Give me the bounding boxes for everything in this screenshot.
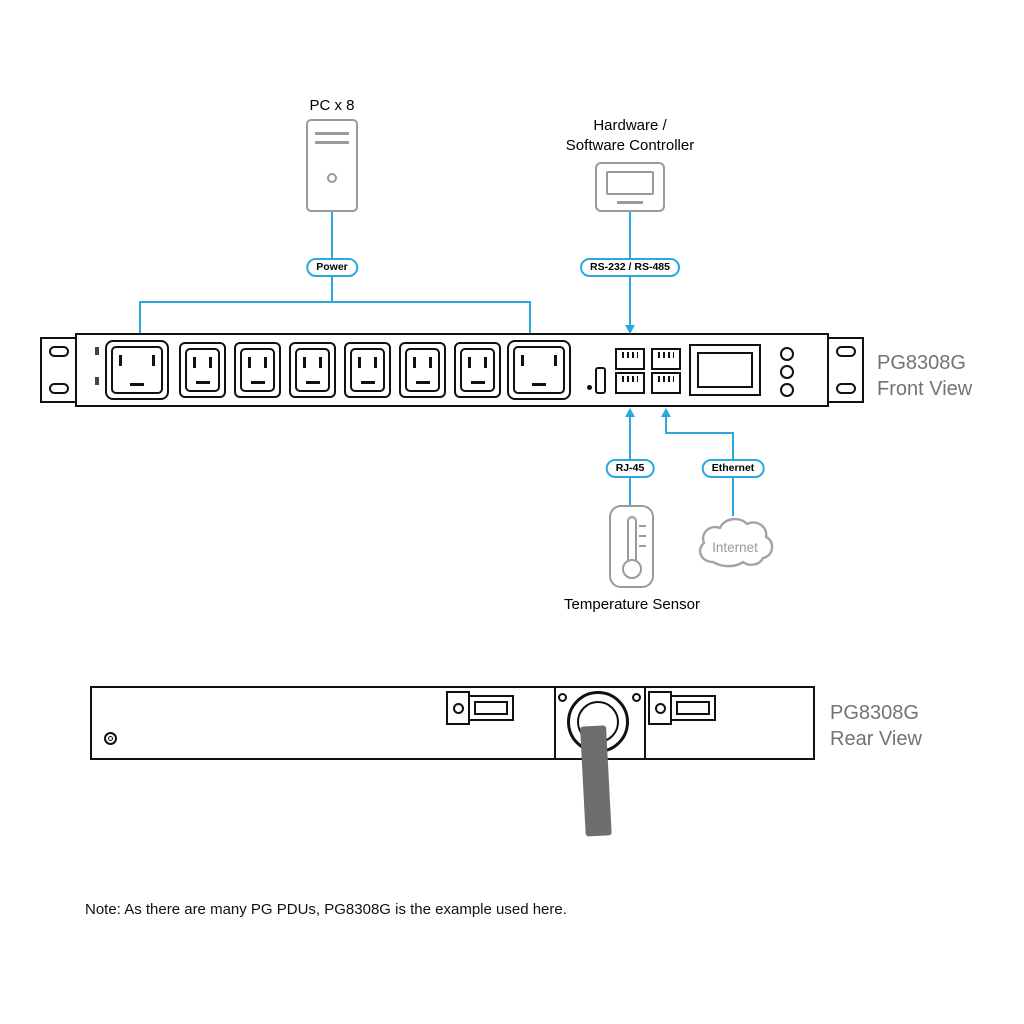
internet-label: Internet (712, 540, 758, 555)
lcd-display (689, 344, 761, 396)
rj45-port (615, 372, 645, 394)
front-view-name: Front View (877, 378, 973, 400)
rj45-pins-icon (622, 376, 638, 382)
outlet-socket-icon (185, 348, 220, 392)
outlet-socket-icon (295, 348, 330, 392)
ethernet-connector-line (665, 416, 667, 434)
ethernet-connector-line (732, 477, 734, 516)
rj45-pins-icon (658, 352, 674, 358)
screw-icon (104, 732, 117, 745)
usb-port (595, 367, 606, 394)
thermometer-bulb-icon (621, 559, 642, 579)
cable-clamp (648, 691, 718, 731)
outlet-indicator-icon (95, 377, 99, 385)
power-outlet-c13 (179, 342, 226, 398)
screw-icon (655, 703, 666, 714)
rear-view-model: PG8308G (830, 702, 919, 724)
rj45-badge: RJ-45 (605, 459, 655, 478)
outlet-socket-icon (513, 346, 565, 394)
controller-slot-icon (617, 201, 643, 204)
internet-cloud-icon (698, 517, 774, 568)
outlet-socket-icon (460, 348, 495, 392)
pc-label: PC x 8 (309, 97, 355, 114)
power-outlet-c19 (105, 340, 169, 400)
power-bracket-line (529, 301, 531, 333)
power-outlet-c13 (399, 342, 446, 398)
panel-divider (554, 688, 556, 758)
pdu-rear-view (90, 686, 815, 760)
controller-icon (595, 162, 665, 212)
panel-divider (644, 688, 646, 758)
power-outlet-c13 (234, 342, 281, 398)
power-bracket-line (139, 301, 531, 303)
clamp-bracket-icon (446, 691, 470, 725)
note-text: Note: As there are many PG PDUs, PG8308G… (85, 901, 567, 918)
pc-drive-slot-icon (315, 132, 349, 135)
serial-badge: RS-232 / RS-485 (580, 258, 680, 277)
lcd-screen-icon (697, 352, 753, 388)
front-panel-button (780, 383, 794, 397)
led-indicator-icon (587, 385, 592, 390)
mounting-ear-left (40, 337, 77, 403)
rj45-port (651, 348, 681, 370)
controller-label-line2: Software Controller (565, 137, 695, 154)
rj45-pins-icon (658, 376, 674, 382)
pc-tower-icon (306, 119, 358, 212)
pc-drive-slot-icon (315, 141, 349, 144)
serial-arrow-icon (625, 325, 635, 334)
front-panel-button (780, 365, 794, 379)
controller-label-line1: Hardware / (593, 117, 667, 134)
power-outlet-c13 (289, 342, 336, 398)
front-view-label: PG8308G Front View (877, 350, 972, 402)
ethernet-badge: Ethernet (701, 459, 765, 478)
clamp-plate-icon (670, 695, 716, 721)
clamp-bracket-icon (648, 691, 672, 725)
power-outlet-c13 (344, 342, 391, 398)
screw-icon (558, 693, 567, 702)
screw-icon (453, 703, 464, 714)
rj45-arrow-icon (625, 408, 635, 417)
thermometer-stem-icon (626, 516, 637, 564)
serial-connector-line (629, 212, 631, 259)
power-bracket-line (139, 301, 141, 333)
temperature-sensor-label: Temperature Sensor (564, 596, 700, 613)
ethernet-connector-line (665, 432, 734, 434)
ethernet-connector-line (732, 432, 734, 460)
rj45-pins-icon (622, 352, 638, 358)
rj45-port (651, 372, 681, 394)
serial-connector-line (629, 275, 631, 327)
mounting-slot-icon (835, 383, 856, 394)
pc-power-button-icon (327, 173, 337, 183)
power-outlet-c19 (507, 340, 571, 400)
screw-icon (632, 693, 641, 702)
front-view-model: PG8308G (877, 352, 966, 374)
ethernet-arrow-icon (661, 408, 671, 417)
rj45-connector-line (629, 416, 631, 460)
outlet-socket-icon (111, 346, 163, 394)
mounting-slot-icon (48, 346, 69, 357)
front-panel-button (780, 347, 794, 361)
rj45-connector-line (629, 477, 631, 506)
clamp-plate-icon (468, 695, 514, 721)
rj45-port (615, 348, 645, 370)
rear-view-name: Rear View (830, 728, 922, 750)
controller-screen-icon (606, 171, 654, 195)
mounting-ear-right (827, 337, 864, 403)
pdu-front-view (75, 333, 829, 407)
outlet-socket-icon (350, 348, 385, 392)
power-outlet-c13 (454, 342, 501, 398)
outlet-socket-icon (405, 348, 440, 392)
outlet-indicator-icon (95, 347, 99, 355)
controller-label: Hardware / Software Controller (566, 116, 694, 156)
power-badge: Power (306, 258, 358, 277)
cable-clamp (446, 691, 516, 731)
thermometer-icon (609, 505, 654, 588)
outlet-socket-icon (240, 348, 275, 392)
mounting-slot-icon (48, 383, 69, 394)
power-connector-line (331, 275, 333, 303)
mounting-slot-icon (835, 346, 856, 357)
rear-view-label: PG8308G Rear View (830, 700, 922, 752)
power-connector-line (331, 212, 333, 259)
